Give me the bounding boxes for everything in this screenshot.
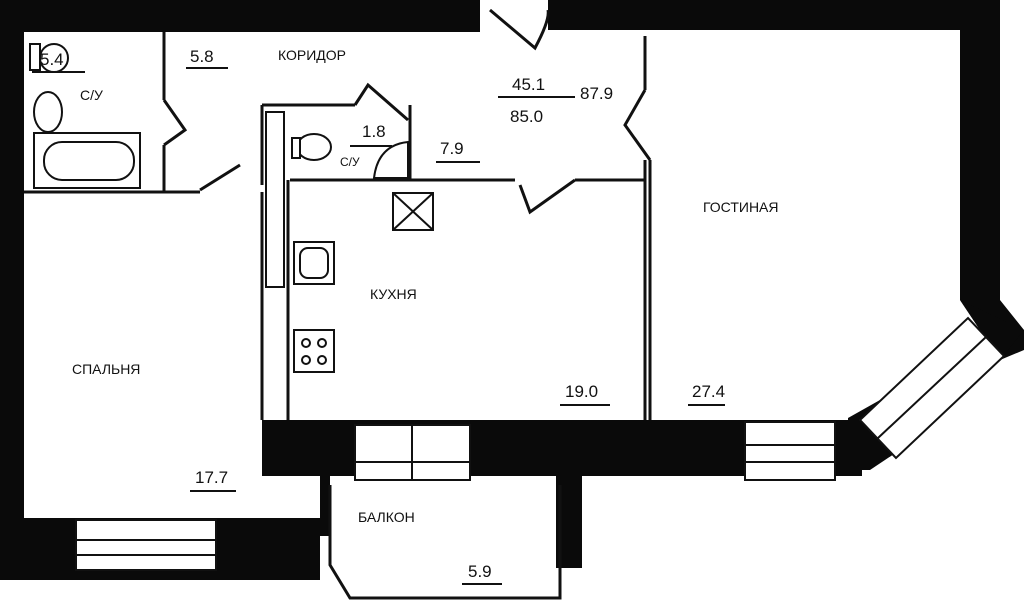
balcony-area: 5.9 — [468, 562, 492, 581]
hall-area: 7.9 — [440, 139, 464, 158]
stove-icon — [293, 329, 335, 373]
corridor-label: КОРИДОР — [278, 47, 346, 63]
doors[interactable] — [162, 8, 652, 215]
living-room-label: ГОСТИНАЯ — [703, 199, 779, 215]
living-room-area: 27.4 — [692, 382, 725, 401]
toilet-icon — [29, 43, 41, 71]
shower-icon — [372, 140, 409, 179]
living-area-total: 45.1 — [512, 75, 545, 94]
kitchen-label: КУХНЯ — [370, 286, 417, 302]
ducts-icon — [265, 111, 285, 288]
total-area-with-balcony: 87.9 — [580, 84, 613, 103]
corridor-area: 5.8 — [190, 47, 214, 66]
kitchen-area: 19.0 — [565, 382, 598, 401]
balcony-label: БАЛКОН — [358, 509, 415, 525]
bedroom-label: СПАЛЬНЯ — [72, 361, 140, 377]
room-labels: 5.4 С/У 5.8 КОРИДОР 45.1 85.0 87.9 1.8 С… — [32, 47, 779, 585]
bathroom-1-label: С/У — [80, 87, 103, 103]
toilet-icon-2 — [296, 133, 332, 161]
interior-walls — [24, 32, 652, 420]
sink-icon — [33, 91, 63, 133]
bathroom-2-area: 1.8 — [362, 122, 386, 141]
balcony-outline — [328, 485, 562, 600]
bathroom-2-label: С/У — [340, 155, 360, 169]
windows — [75, 316, 1006, 571]
bedroom-area: 17.7 — [195, 468, 228, 487]
total-area: 85.0 — [510, 107, 543, 126]
fixtures — [29, 43, 434, 373]
bathroom-1-area: 5.4 — [40, 50, 64, 69]
